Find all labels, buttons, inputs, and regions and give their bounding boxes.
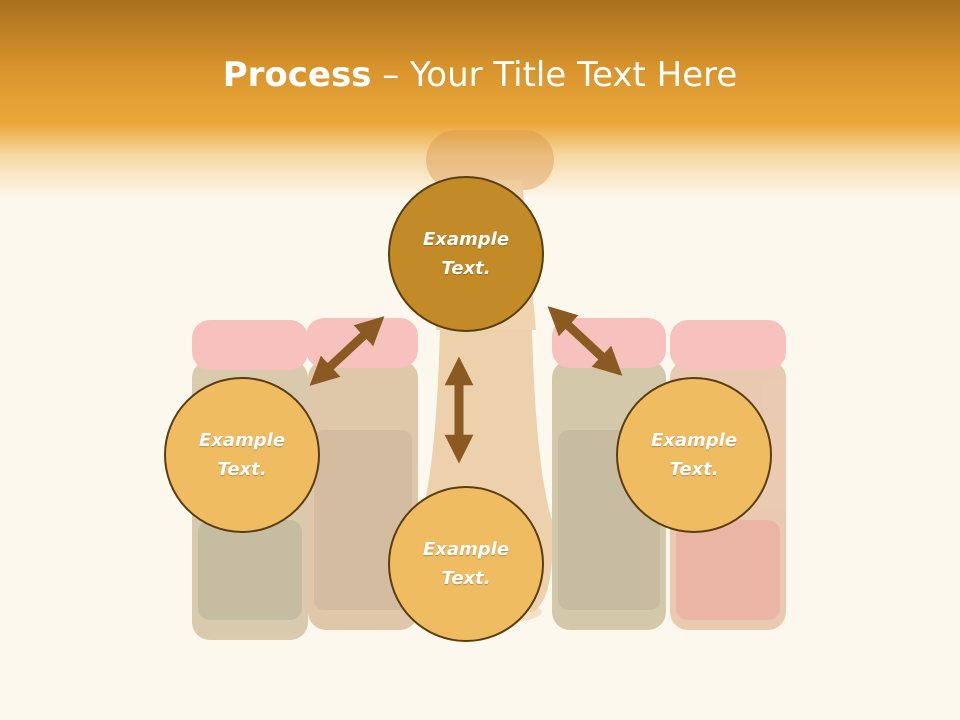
node-bottom-label: Example Text. bbox=[422, 539, 510, 589]
arrow-left-top bbox=[309, 316, 385, 386]
node-left-label: Example Text. bbox=[198, 430, 286, 480]
title-rest: – Your Title Text Here bbox=[371, 55, 738, 95]
title-bold: Process bbox=[222, 55, 372, 95]
node-top-label: Example Text. bbox=[422, 229, 510, 279]
header-band bbox=[0, 0, 960, 200]
node-right[interactable]: Example Text. bbox=[616, 377, 772, 533]
node-top[interactable]: Example Text. bbox=[388, 176, 544, 332]
node-bottom[interactable]: Example Text. bbox=[388, 486, 544, 642]
node-left[interactable]: Example Text. bbox=[164, 377, 320, 533]
arrow-right-top bbox=[547, 306, 623, 376]
node-right-label: Example Text. bbox=[650, 430, 738, 480]
slide-title: Process – Your Title Text Here bbox=[0, 52, 960, 98]
